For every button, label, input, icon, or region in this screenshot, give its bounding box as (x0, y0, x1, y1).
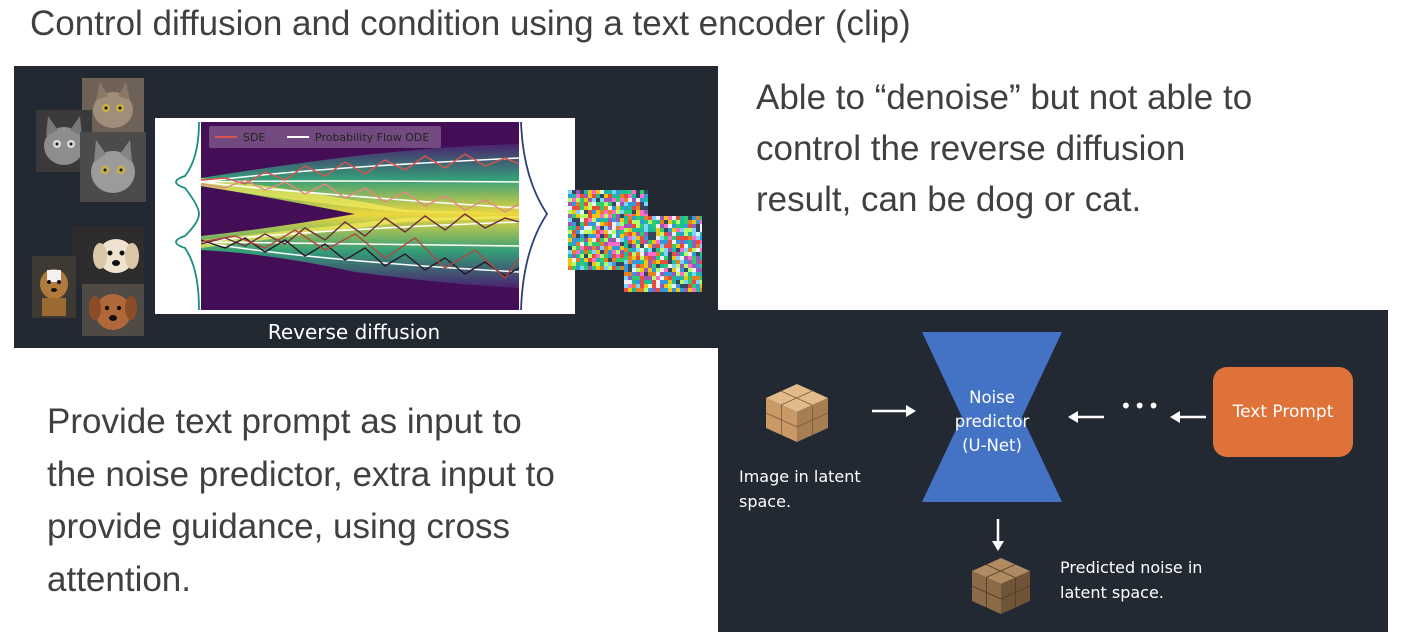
text-line: result, can be dog or cat. (756, 180, 1142, 219)
input-label: Image in latent space. (739, 467, 861, 511)
slide-title: Control diffusion and condition using a … (30, 4, 911, 43)
text-line: control the reverse diffusion (756, 129, 1186, 168)
dog-thumbnail (32, 256, 76, 318)
predicted-noise-cube-icon (971, 558, 1031, 614)
legend-sde: SDE (243, 131, 265, 144)
diffusion-caption: Reverse diffusion (267, 320, 441, 344)
cat-thumbnail (80, 132, 146, 202)
arrow-down-icon (992, 519, 1004, 551)
sde-paths (200, 153, 520, 280)
cat-thumbnail (82, 78, 144, 132)
plot-legend (209, 126, 441, 148)
ode-paths (200, 157, 520, 273)
denoise-description: Able to “denoise” but not able to contro… (756, 72, 1252, 225)
latent-cube-icon (765, 384, 829, 442)
output-label: Predicted noise in latent space. (1060, 558, 1203, 602)
prior-density-curve (175, 121, 200, 311)
legend-ode: Probability Flow ODE (315, 131, 429, 144)
text-line: the noise predictor, extra input to (47, 454, 555, 494)
text-line: Able to “denoise” but not able to (756, 78, 1253, 117)
dog-thumbnail (82, 284, 144, 336)
reverse-diffusion-plot: SDE Probability Flow ODE (155, 118, 575, 314)
arrow-right-icon (872, 405, 916, 417)
text-prompt-description: Provide text prompt as input to the nois… (47, 396, 555, 606)
noise-image (624, 216, 702, 292)
text-line: provide guidance, using cross (47, 507, 511, 546)
dog-thumbnail (72, 226, 144, 286)
noise-predictor-label: Noise predictor (U-Net) (954, 388, 1030, 455)
text-line: Provide text prompt as input to (47, 402, 522, 441)
noise-density-curve (520, 121, 549, 311)
density-band (201, 178, 519, 214)
ellipsis-icon: ••• (1120, 394, 1162, 418)
noise-predictor-shape (922, 332, 1062, 502)
reverse-diffusion-panel: SDE Probability Flow ODE Reverse diffusi… (14, 66, 718, 348)
text-line: attention. (47, 559, 191, 599)
arrow-left-icon (1068, 411, 1104, 423)
arrow-left-icon (1170, 411, 1206, 423)
text-prompt-box: Text Prompt (1213, 367, 1353, 457)
unet-diagram-panel: Image in latent space. Noise predictor (… (718, 310, 1388, 632)
